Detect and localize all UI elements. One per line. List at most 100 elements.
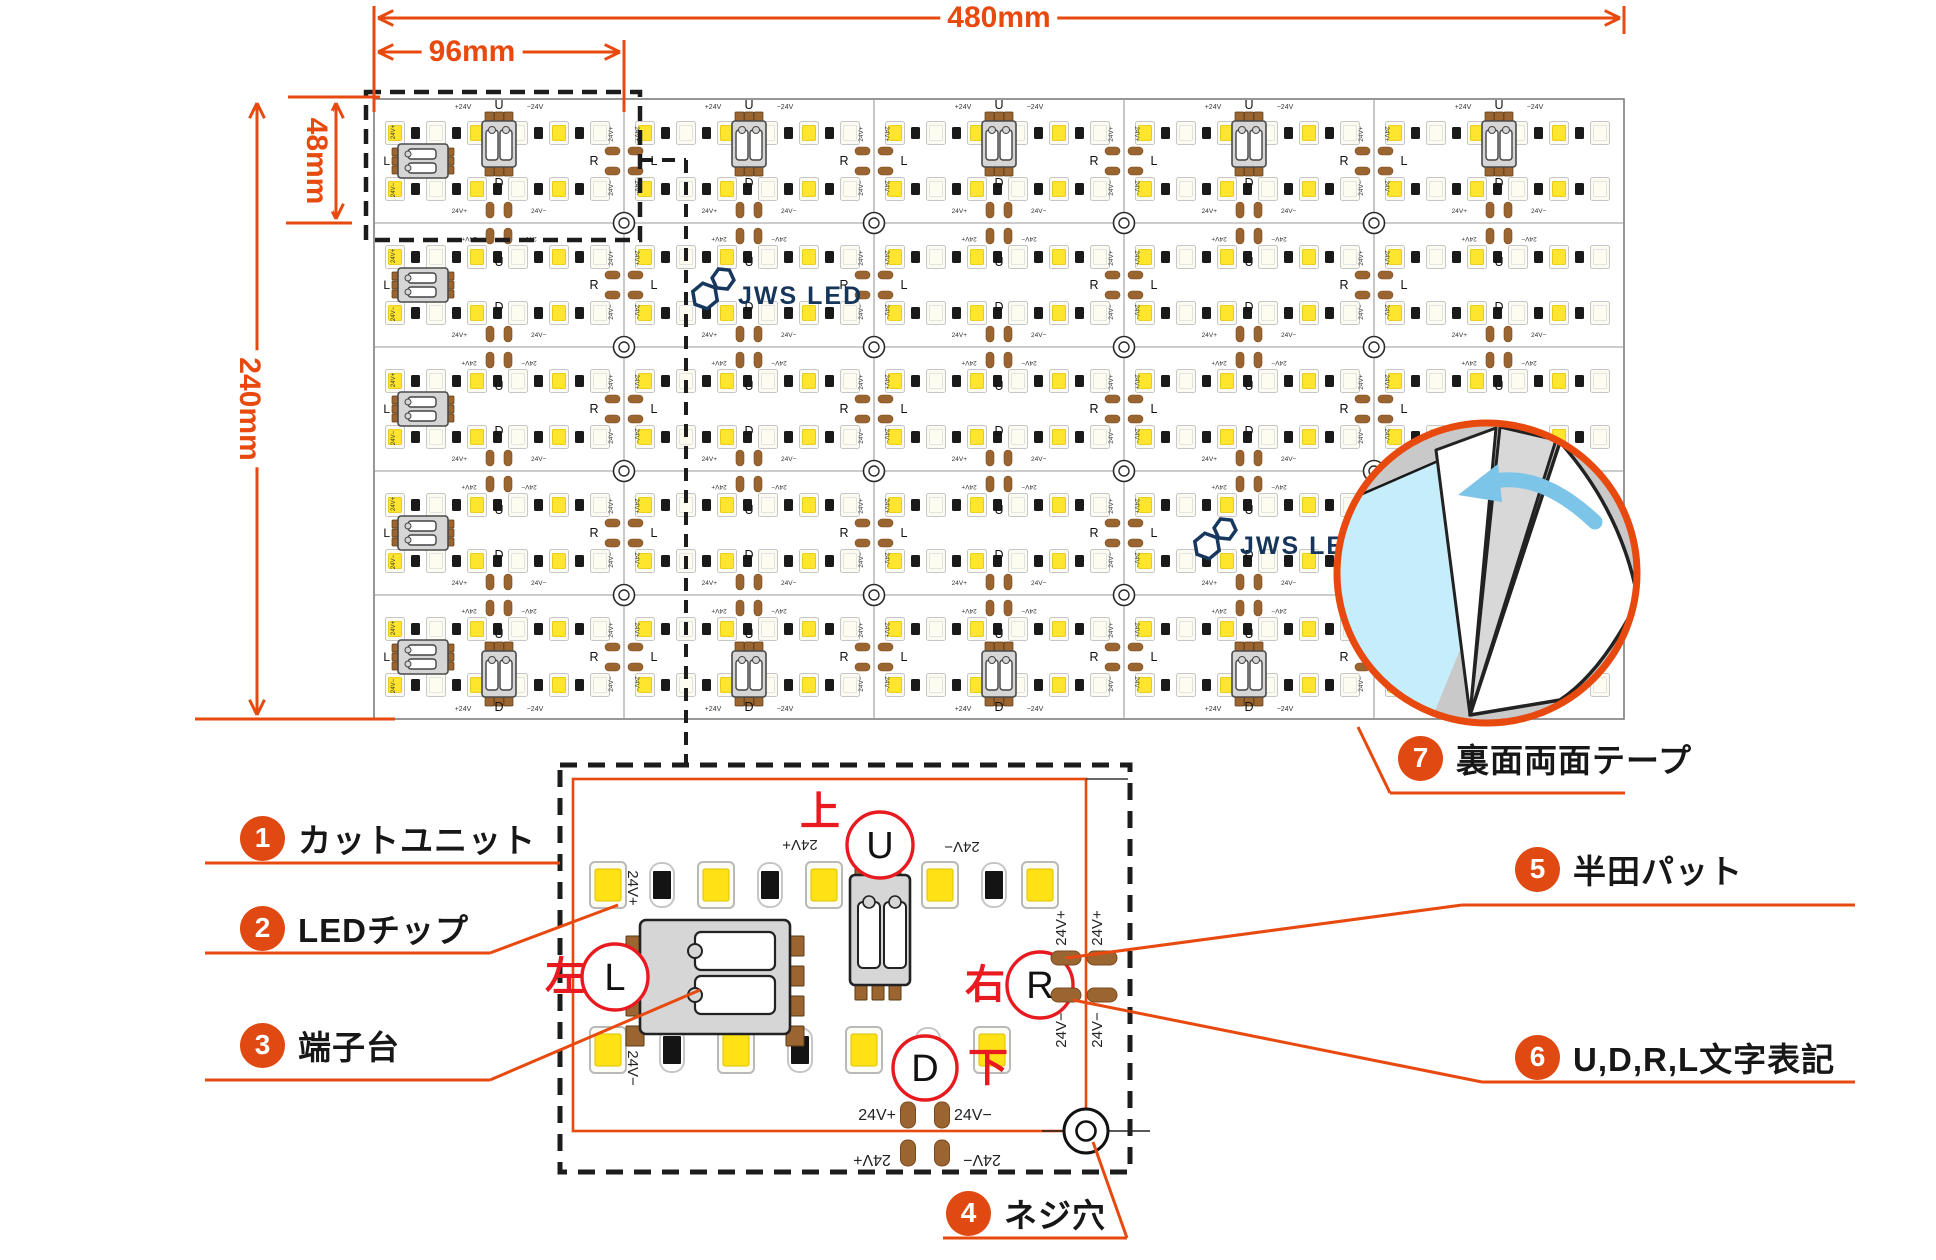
spacer-chip [743, 251, 752, 263]
led-chip [549, 493, 569, 517]
spacer-chip [1034, 623, 1043, 635]
spacer-chip [784, 499, 793, 511]
led-chip [967, 301, 987, 325]
svg-text:24V−: 24V− [633, 428, 640, 444]
led-chip [426, 177, 446, 201]
svg-text:24V+: 24V+ [1383, 374, 1390, 390]
spacer-chip [825, 127, 834, 139]
led-chip [799, 245, 819, 269]
svg-text:24V+: 24V+ [633, 498, 640, 514]
svg-text:24V−: 24V− [1108, 428, 1115, 444]
svg-text:24V−: 24V− [1271, 483, 1287, 490]
spacer-chip [1075, 555, 1084, 567]
callout-5-badge: 5 [1515, 846, 1560, 892]
led-chip [385, 301, 405, 325]
led-chip [1176, 121, 1196, 145]
spacer-chip [452, 499, 461, 511]
spacer-chip [1534, 307, 1543, 319]
led-chip [1340, 177, 1360, 201]
led-chip [1549, 301, 1569, 325]
svg-text:24V+: 24V+ [633, 374, 640, 390]
svg-text:24V−: 24V− [771, 607, 787, 614]
svg-text:24V−: 24V− [883, 428, 890, 444]
svg-text:24V−: 24V− [1133, 552, 1140, 568]
spacer-chip [493, 623, 502, 635]
spacer-chip [1325, 307, 1334, 319]
svg-text:U: U [494, 627, 503, 641]
led-chip [1135, 425, 1155, 449]
spacer-chip [911, 251, 920, 263]
led-chip [885, 425, 905, 449]
led-chip [799, 493, 819, 517]
screw-hole [862, 211, 886, 235]
led-chip [758, 425, 778, 449]
led-chip [549, 245, 569, 269]
terminal-block-up: U+24V−24V [955, 98, 1044, 177]
led-chip [799, 121, 819, 145]
led-chip [426, 301, 446, 325]
spacer-chip [411, 251, 420, 263]
led-chip [1008, 301, 1028, 325]
svg-text:24V−: 24V− [781, 580, 797, 587]
svg-text:L: L [1401, 402, 1408, 416]
led-chip [590, 369, 610, 393]
spacer-chip [1243, 431, 1252, 443]
svg-text:U: U [1244, 503, 1253, 517]
spacer-chip [1575, 251, 1584, 263]
spacer-chip [911, 623, 920, 635]
spacer-chip [784, 555, 793, 567]
spacer-chip [911, 127, 920, 139]
spacer-chip [911, 375, 920, 387]
led-chip [926, 549, 946, 573]
led-chip [508, 493, 528, 517]
svg-text:D: D [744, 176, 753, 190]
spacer-chip [1325, 431, 1334, 443]
led-chip [921, 861, 959, 909]
svg-text:24V+: 24V+ [608, 498, 615, 514]
spacer-chip [1325, 499, 1334, 511]
spacer-chip [1284, 555, 1293, 567]
led-chip [840, 121, 860, 145]
svg-text:R: R [1089, 650, 1098, 664]
led-chip [1258, 425, 1278, 449]
spacer-chip [784, 375, 793, 387]
led-chip [1340, 121, 1360, 145]
spacer-chip [911, 679, 920, 691]
svg-text:24V+: 24V+ [633, 126, 640, 142]
spacer-chip [411, 499, 420, 511]
spacer-chip [534, 127, 543, 139]
cut-unit-outline [363, 89, 643, 243]
screw-hole [1112, 583, 1136, 607]
svg-text:24V−: 24V− [858, 676, 865, 692]
svg-text:24V+: 24V+ [1211, 359, 1227, 366]
spacer-chip [1284, 183, 1293, 195]
svg-text:24V−: 24V− [391, 554, 397, 569]
svg-text:24V+: 24V+ [608, 126, 615, 142]
svg-text:U: U [1244, 98, 1253, 112]
led-chip [508, 369, 528, 393]
svg-text:24V+: 24V+ [1089, 910, 1106, 946]
svg-text:U: U [494, 98, 503, 112]
led-chip [1090, 121, 1110, 145]
spacer-chip [1202, 127, 1211, 139]
svg-text:D: D [994, 300, 1003, 314]
spacer-chip [661, 251, 670, 263]
led-chip [1049, 493, 1069, 517]
led-chip [926, 177, 946, 201]
led-chip [1299, 425, 1319, 449]
svg-text:U: U [744, 379, 753, 393]
spacer-chip [743, 623, 752, 635]
spacer-chip [993, 555, 1002, 567]
spacer-chip [702, 307, 711, 319]
svg-text:24V−: 24V− [1358, 180, 1365, 196]
spacer-chip [1452, 307, 1461, 319]
spacer-chip [1534, 251, 1543, 263]
led-chip [467, 301, 487, 325]
led-chip [508, 425, 528, 449]
led-chip [758, 549, 778, 573]
